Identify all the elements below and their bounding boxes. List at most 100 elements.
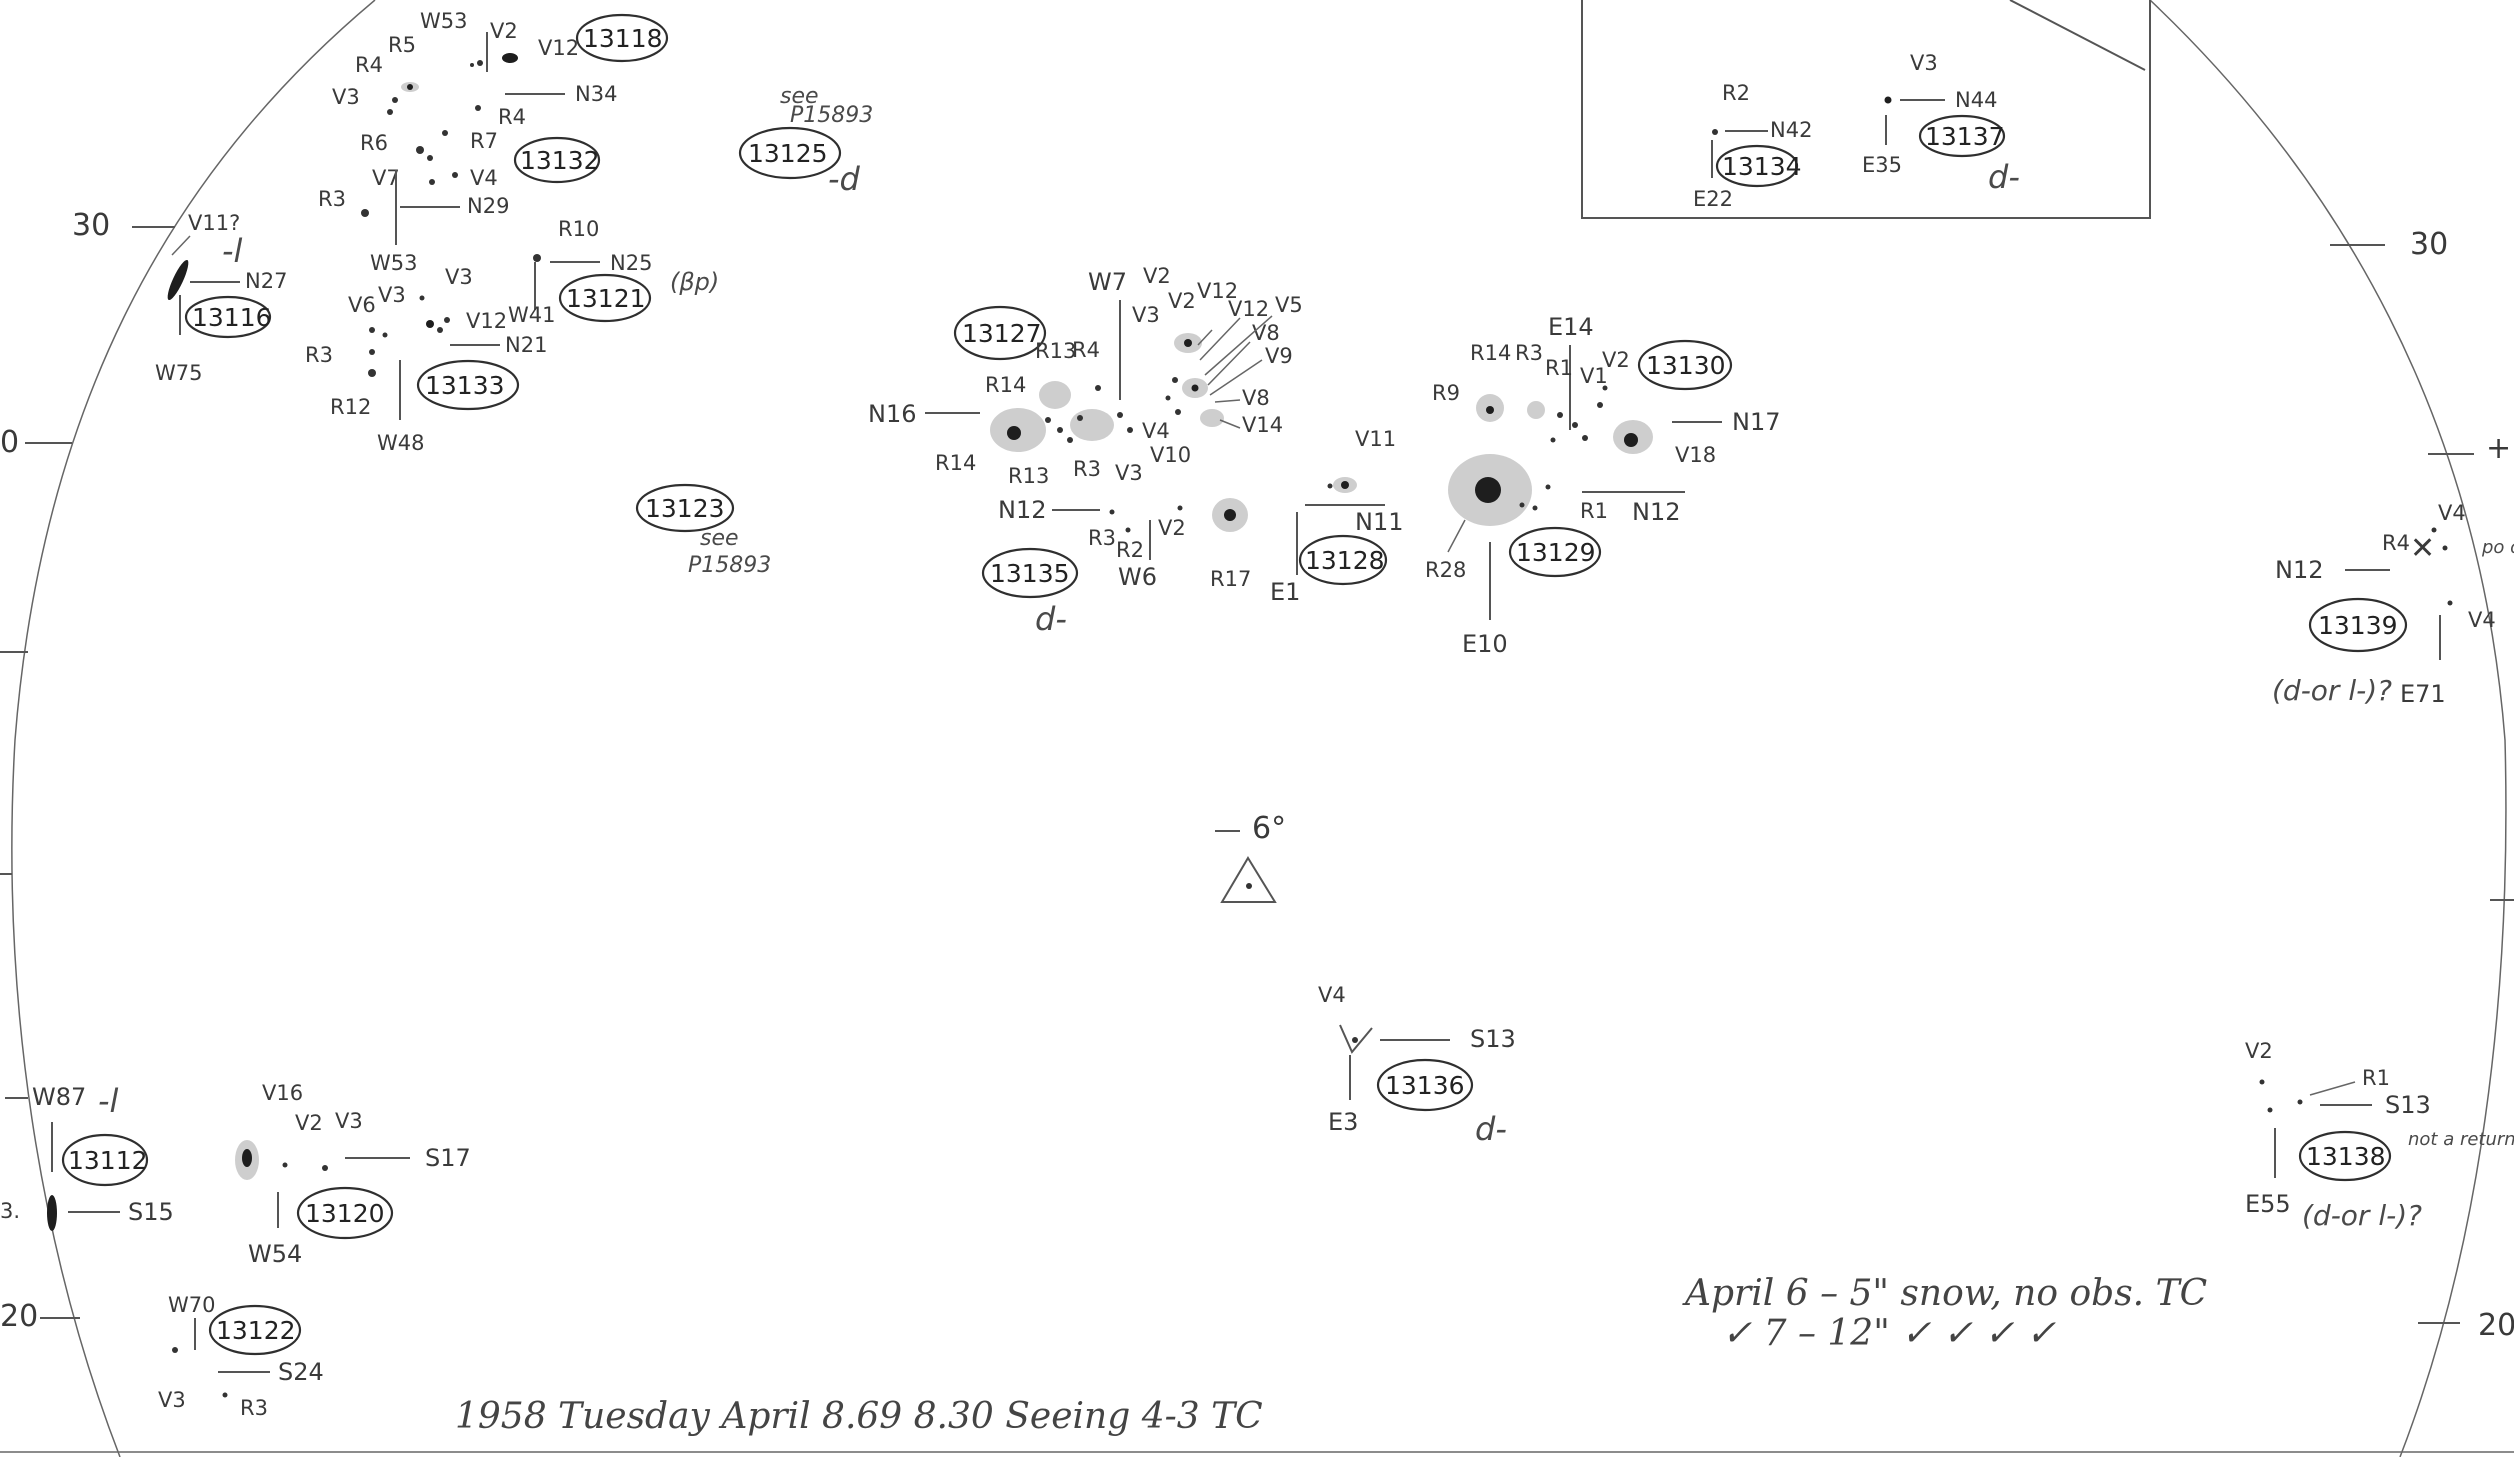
spot-d1 (1045, 417, 1051, 423)
region-13120-oval (296, 1186, 394, 1240)
spot-e3 (1165, 395, 1171, 401)
region-13123-oval (635, 483, 735, 533)
region-13125-class: -d (828, 160, 861, 198)
spot-v4a-label: V4 (2438, 501, 2466, 525)
spot-v3a-label: V3 (1115, 461, 1143, 485)
n21-label: N21 (505, 333, 547, 357)
spot-v12 (502, 53, 518, 63)
edge-tick-right-plus-label: + (2486, 431, 2511, 466)
region-13125-oval (738, 126, 842, 180)
region-13121-label: 13121 (566, 284, 646, 313)
n27-label: N27 (245, 269, 287, 293)
spot-j1 (1519, 502, 1525, 508)
spot-v2-label: V2 (1602, 348, 1630, 372)
region-13135-class: d- (1035, 600, 1067, 638)
s24-label: S24 (278, 1358, 324, 1386)
spot-r1-label: R1 (2362, 1066, 2390, 1090)
spot-r10-label: R10 (558, 217, 599, 241)
e71-label: E71 (2400, 680, 2446, 708)
spot-h1 (1557, 412, 1563, 418)
w87-label: W87 (32, 1083, 86, 1111)
spot-v11-label: V11? (188, 211, 240, 235)
n34-label: N34 (575, 82, 617, 106)
spot-v3-label: V3 (332, 85, 360, 109)
spot-r3b-label: R3 (1088, 526, 1116, 550)
w6-label: W6 (1118, 563, 1157, 591)
spot-g5 (437, 327, 443, 333)
spot-r17-umbra (1224, 509, 1236, 521)
v-leader-6 (1214, 399, 1241, 403)
w41-label: W41 (508, 303, 556, 327)
spot-r14b-label: R14 (935, 451, 976, 475)
spot-g7 (369, 349, 375, 355)
region-13123-label: 13123 (645, 494, 725, 523)
spot-r2 (1712, 129, 1718, 135)
region-13122-label: 13122 (216, 1316, 296, 1345)
spot-h2 (1572, 422, 1578, 428)
n44-label: N44 (1955, 88, 1997, 112)
spot-r9-umbra (1486, 406, 1494, 414)
see1-b: P15893 (790, 103, 873, 128)
spot-v4-label: V4 (1318, 983, 1346, 1007)
spot-v2b-label: V2 (1168, 289, 1196, 313)
spot-r7b (427, 155, 433, 161)
region-13134-oval (1715, 144, 1799, 188)
spot-v11-b (1327, 483, 1333, 489)
region-13137-class: d- (1988, 158, 2020, 196)
region-13116-class: -l (222, 232, 243, 270)
edge-tick-left-20-label: 20 (0, 1299, 38, 1334)
spot-v8a-label: V8 (1252, 321, 1280, 345)
spot-r14-label: R14 (1470, 341, 1511, 365)
spot-g1 (369, 327, 375, 333)
v-leader-4 (1207, 341, 1251, 386)
spot-r10 (533, 254, 541, 262)
v-leader-3 (1204, 315, 1273, 376)
spot-v12-label: V12 (538, 36, 579, 60)
spot-v3 (1884, 96, 1892, 104)
v-leader-7 (1219, 419, 1241, 429)
edge-tick-left-0-label: 0 (0, 425, 19, 460)
region-13137-oval (1918, 114, 2006, 158)
spot-v14-penumbra (1200, 409, 1224, 427)
spot-v4-shape (1339, 1024, 1373, 1054)
spot-r3-label: R3 (318, 187, 346, 211)
r1-leader (2309, 1081, 2356, 1096)
region-13116-label: 13116 (192, 303, 272, 332)
region-13118-label: 13118 (583, 24, 663, 53)
spot-p1 (2259, 1079, 2265, 1085)
spot-g6 (444, 317, 450, 323)
n29-label: N29 (467, 194, 509, 218)
spot-j2 (1532, 505, 1538, 511)
spot-v2-label: V2 (2245, 1039, 2273, 1063)
r28-leader (1447, 519, 1466, 553)
spot-v10-label: V10 (1150, 443, 1191, 467)
v-leader-5 (1209, 359, 1263, 396)
inset-box-diagonal (2009, 0, 2146, 71)
spot-v8b-label: V8 (1242, 386, 1270, 410)
spot-k3 (2447, 600, 2453, 606)
pos-note-trunc: po of (2481, 537, 2514, 558)
region-13128-label: 13128 (1305, 546, 1385, 575)
region-13139-label: 13139 (2318, 611, 2398, 640)
spot-r13a-label: R13 (1035, 339, 1076, 363)
region-13129-oval (1508, 526, 1602, 578)
spot-v3b-label: V3 (1132, 303, 1160, 327)
spot-v3a-label: V3 (378, 283, 406, 307)
spot-r3-penumbra (1070, 409, 1114, 441)
region-13135-label: 13135 (990, 559, 1070, 588)
spot-v1-label: V1 (1580, 364, 1608, 388)
region-13122-oval (208, 1304, 302, 1356)
april-note-line1: April 6 – 5" snow, no obs. TC (1682, 1273, 2207, 1314)
w7-label: W7 (1088, 268, 1127, 296)
spot-v6-label: V6 (348, 293, 376, 317)
region-13133-label: 13133 (425, 371, 505, 400)
see2-b: P15893 (688, 553, 771, 578)
e10-label: E10 (1462, 630, 1508, 658)
center-point (1246, 883, 1252, 889)
center-label: 6° (1252, 811, 1286, 846)
spot-r2-label: R2 (1116, 538, 1144, 562)
spot-e1 (1172, 377, 1178, 383)
spot-k2 (2431, 527, 2437, 533)
region-13121-class: (βp) (670, 268, 719, 296)
